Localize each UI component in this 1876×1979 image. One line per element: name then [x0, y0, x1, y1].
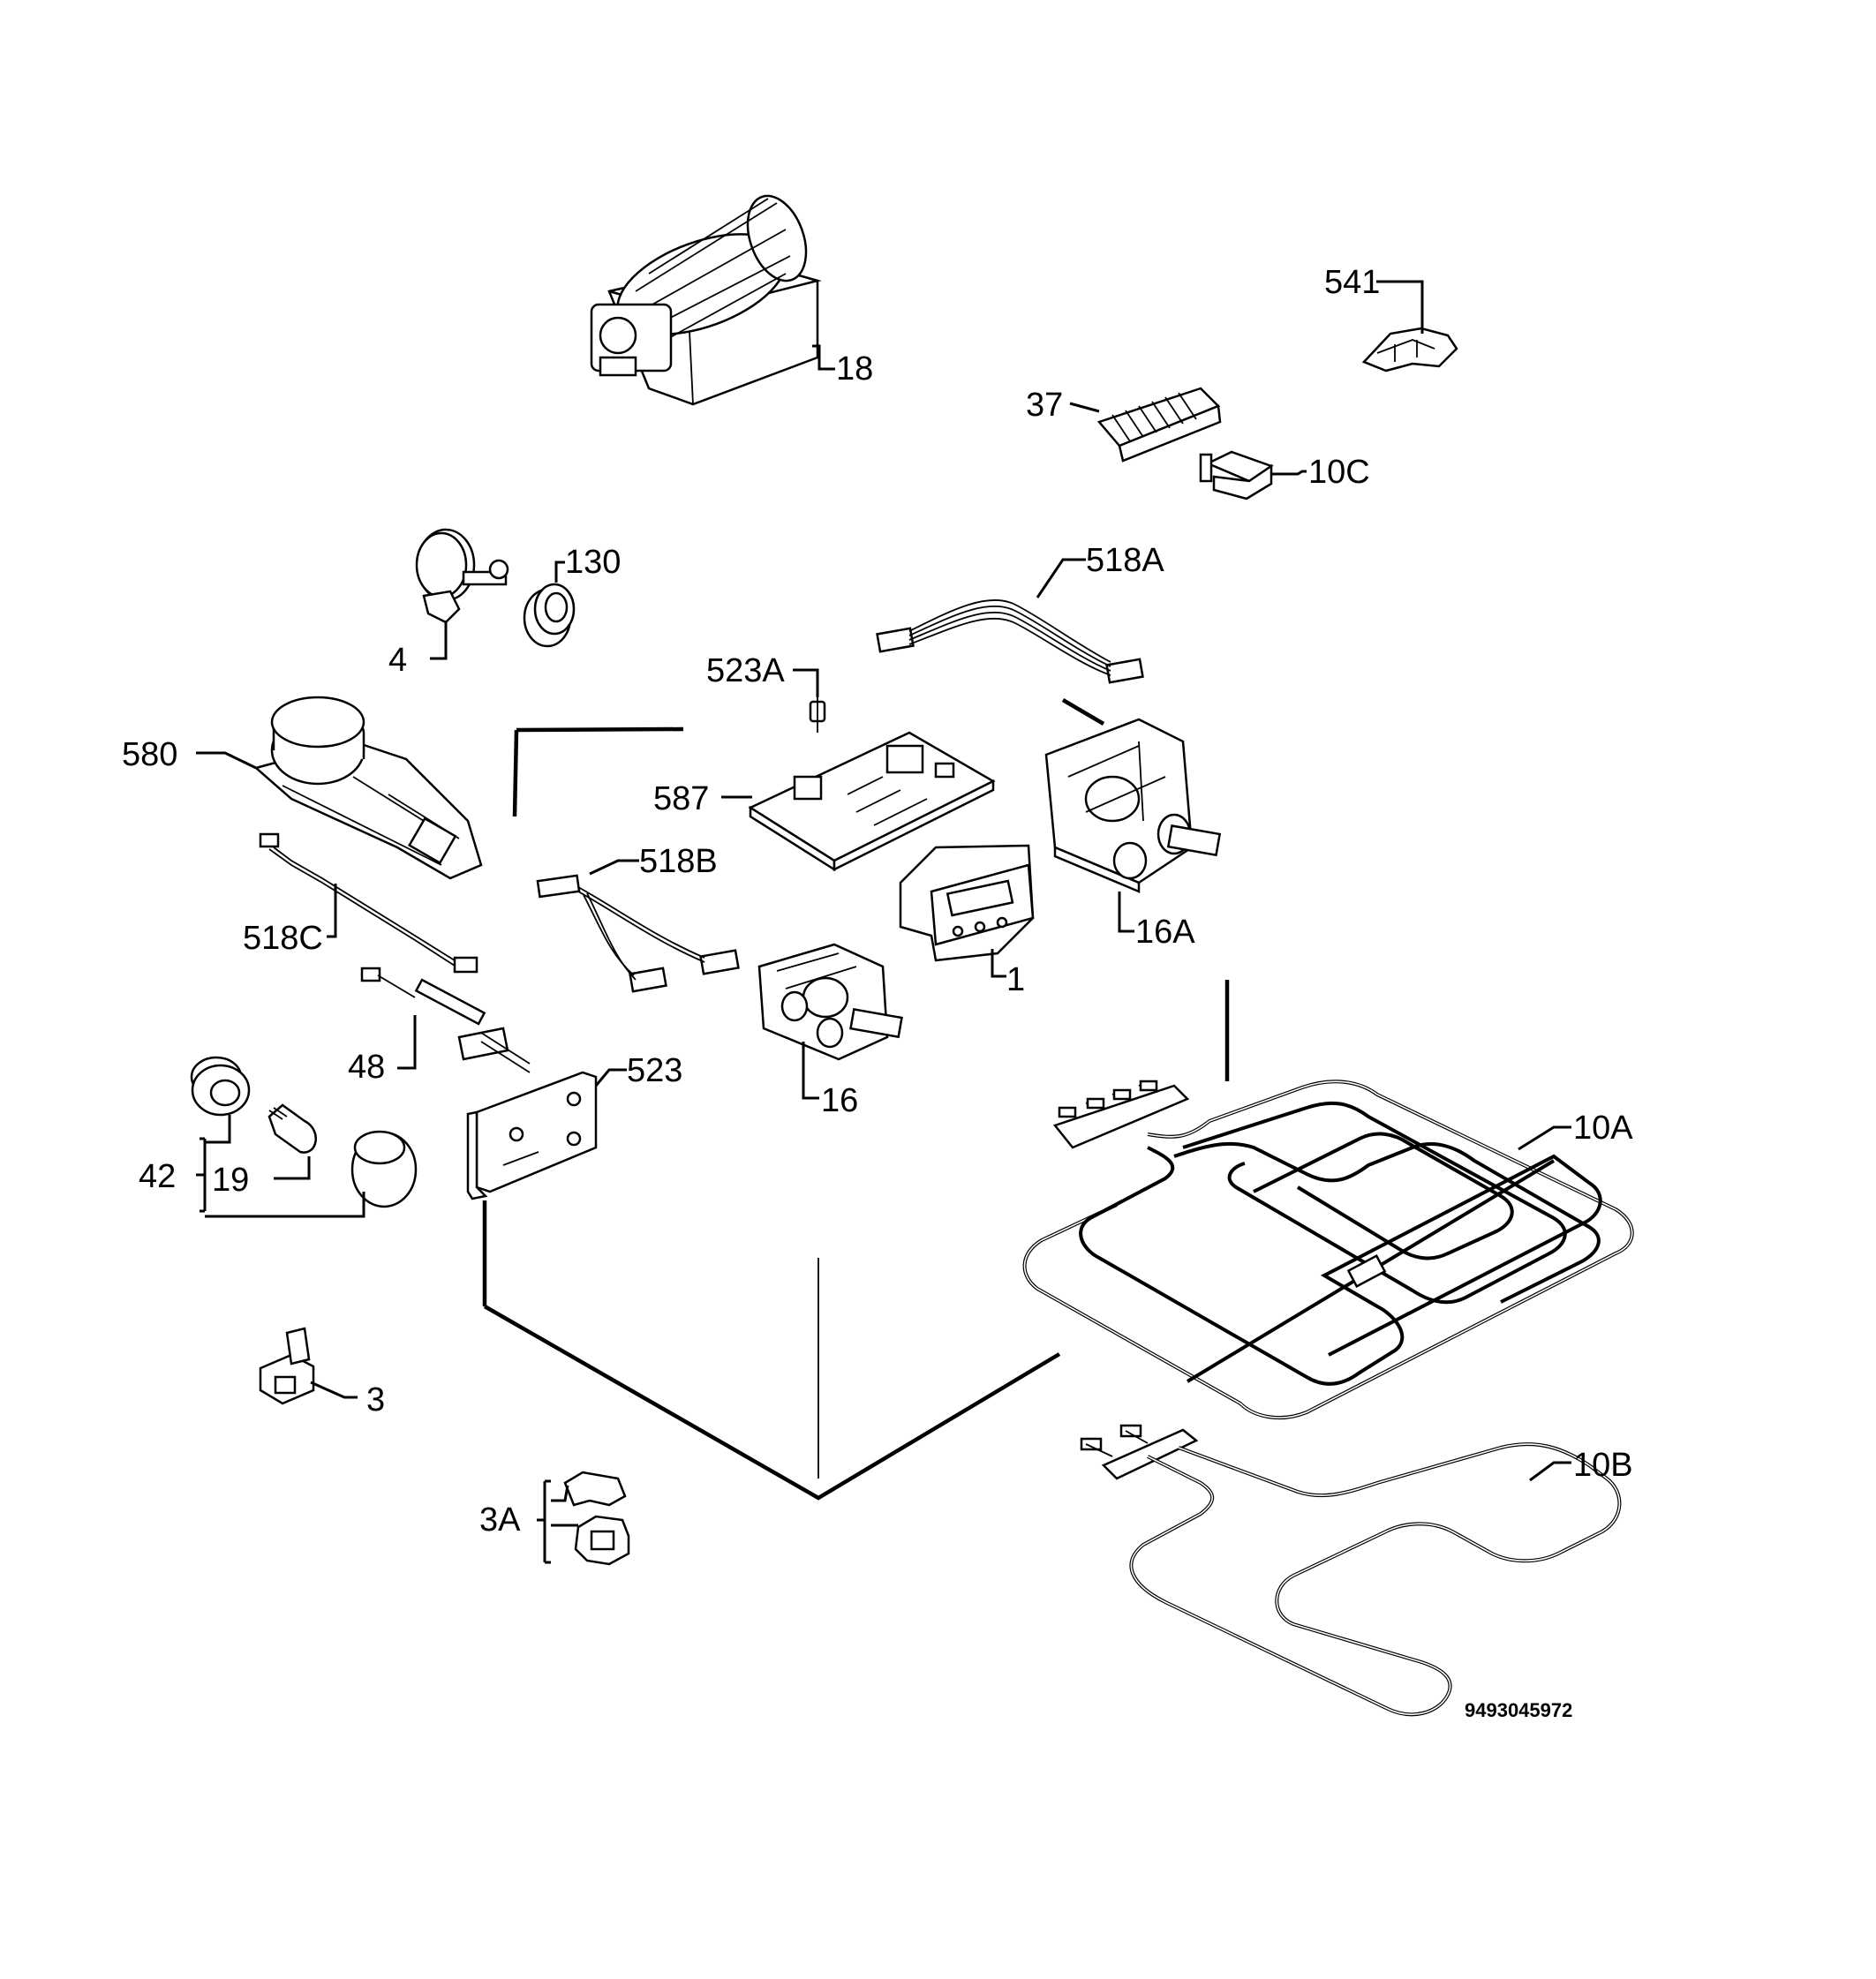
cabinet-top-left-edge: [516, 726, 684, 733]
sensor-523a-part: 523A: [706, 652, 826, 733]
display-module-1-part: 1: [899, 844, 1035, 998]
bottom-element-10b-part: 10B: [1080, 1424, 1633, 1717]
selector-switch-16-part: 16: [757, 943, 903, 1119]
cable-518a-part: 518A: [876, 542, 1164, 684]
label-10c: 10C: [1308, 454, 1370, 491]
label-523a: 523A: [706, 652, 785, 689]
clip-541-part: 541: [1324, 264, 1458, 372]
label-518b: 518B: [639, 843, 718, 880]
probe-48-part: 48: [348, 967, 531, 1086]
cabinet-top-right-edge: [1061, 698, 1105, 726]
grill-element-10a-part: 10A: [1022, 1080, 1634, 1419]
lamp-assembly-part: 42 19: [139, 1056, 418, 1218]
label-580: 580: [122, 736, 177, 773]
label-3a: 3A: [479, 1501, 521, 1539]
cabinet-outline: [482, 698, 1230, 1501]
bracket-523-part: 523: [466, 1052, 682, 1200]
cable-518b-part: 518B: [536, 843, 740, 993]
label-19: 19: [212, 1162, 249, 1199]
drawing-code: 9493045972: [1465, 1699, 1572, 1721]
label-16: 16: [821, 1082, 858, 1119]
cutout-3a-part: 3A: [479, 1471, 630, 1566]
control-board-587-part: 587: [653, 731, 996, 872]
bracket-10c-part: 10C: [1199, 450, 1370, 500]
selector-switch-16a-part: 16A: [1044, 718, 1222, 951]
grommet-130-part: 130: [523, 544, 621, 648]
label-10b: 10B: [1573, 1447, 1633, 1484]
lock-motor-580-part: 580: [122, 696, 483, 880]
cabinet-bottom-edge: [483, 1305, 1061, 1501]
label-18: 18: [836, 350, 873, 388]
label-48: 48: [348, 1049, 385, 1086]
label-4: 4: [388, 642, 407, 679]
label-541: 541: [1324, 264, 1380, 301]
label-37: 37: [1026, 387, 1063, 424]
label-1: 1: [1006, 961, 1025, 998]
cabinet-top-left-edge-b: [512, 729, 519, 817]
cable-518c-part: 518C: [243, 832, 478, 974]
label-42: 42: [139, 1158, 176, 1195]
cutout-3-part: 3: [259, 1327, 385, 1418]
label-3: 3: [366, 1381, 385, 1418]
terminal-block-part: 37: [1026, 387, 1222, 463]
label-587: 587: [653, 780, 709, 817]
label-523: 523: [627, 1052, 682, 1089]
label-10a: 10A: [1573, 1110, 1633, 1147]
motor-4-part: 4: [388, 528, 509, 679]
tangential-fan-part: 18: [590, 194, 873, 406]
label-16a: 16A: [1135, 914, 1195, 951]
label-130: 130: [565, 544, 621, 581]
label-518a: 518A: [1086, 542, 1164, 579]
label-518c: 518C: [243, 920, 323, 957]
